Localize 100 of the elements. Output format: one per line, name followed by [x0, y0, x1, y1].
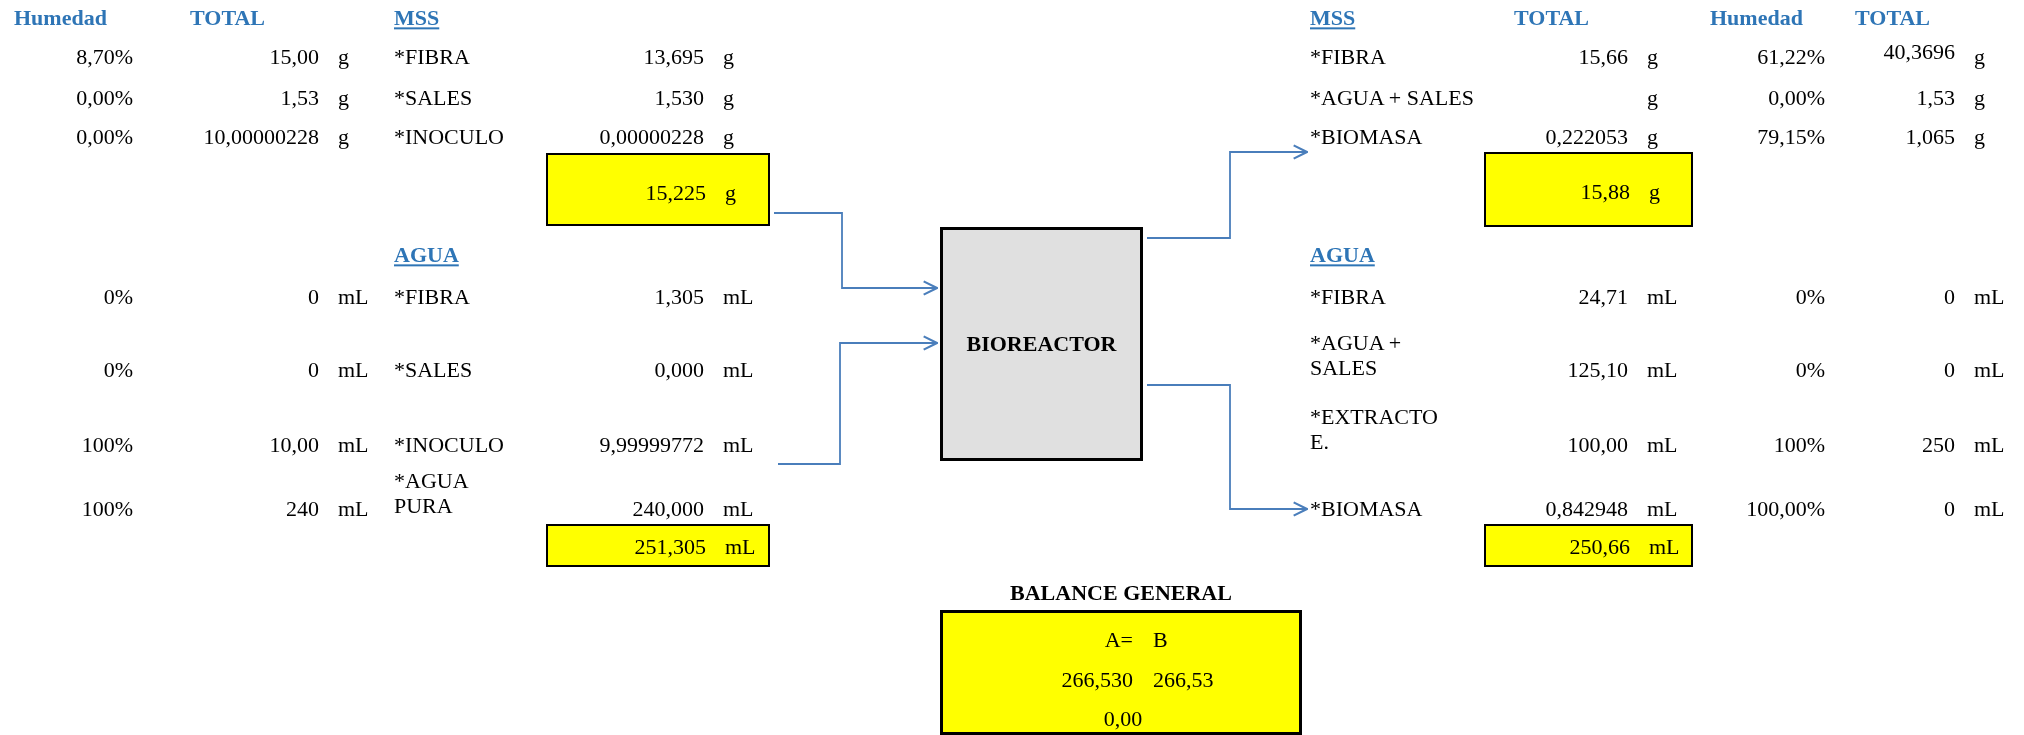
value-text: 125,10 [1567, 357, 1628, 383]
column-header: Humedad [1710, 5, 1803, 31]
unit-text: g [1647, 124, 1658, 150]
unit-text: g [723, 85, 734, 111]
value-text: 100,00 [1567, 432, 1628, 458]
value-text: 15,66 [1578, 44, 1628, 70]
item-label: *FIBRA [394, 284, 470, 310]
value-text: 0 [308, 357, 319, 383]
value-text: 0 [1944, 357, 1955, 383]
percentage-text: 8,70% [76, 44, 133, 70]
value-text: 0,00 [1103, 706, 1143, 732]
unit-text: mL [1647, 496, 1678, 522]
value-text: 0,00000228 [599, 124, 704, 150]
total-box [546, 153, 770, 226]
unit-text: mL [723, 496, 754, 522]
unit-text: g [1647, 85, 1658, 111]
section-heading: AGUA [1310, 242, 1375, 268]
unit-text: g [1974, 124, 1985, 150]
item-label: *BIOMASA [1310, 496, 1423, 522]
unit-text: mL [338, 496, 369, 522]
value-text: 15,225 [645, 180, 706, 206]
unit-text: mL [1974, 432, 2005, 458]
percentage-text: 100,00% [1746, 496, 1825, 522]
item-label: *EXTRACTO E. [1310, 403, 1439, 455]
column-header: TOTAL [1514, 5, 1589, 31]
value-text: 0 [308, 284, 319, 310]
value-text: 0 [1944, 496, 1955, 522]
value-text: 1,530 [654, 85, 704, 111]
item-label: *AGUA + SALES [1310, 85, 1474, 111]
unit-text: g [725, 180, 736, 206]
value-text: 1,065 [1905, 124, 1955, 150]
item-label: *FIBRA [1310, 284, 1386, 310]
unit-text: mL [338, 357, 369, 383]
item-label: *AGUA + SALES [1310, 329, 1403, 381]
unit-text: g [723, 124, 734, 150]
value-text: 15,88 [1580, 179, 1630, 205]
unit-text: mL [338, 284, 369, 310]
value-text: 250,66 [1569, 534, 1630, 560]
unit-text: mL [1974, 284, 2005, 310]
column-header: Humedad [14, 5, 107, 31]
total-box [546, 524, 770, 567]
percentage-text: 100% [1773, 432, 1825, 458]
unit-text: mL [1974, 357, 2005, 383]
value-text: 266,53 [1153, 667, 1214, 693]
column-header: TOTAL [190, 5, 265, 31]
unit-text: g [1974, 85, 1985, 111]
item-label: *FIBRA [394, 44, 470, 70]
section-heading: MSS [394, 5, 440, 31]
total-box [1484, 524, 1693, 567]
value-text: 9,99999772 [599, 432, 704, 458]
unit-text: g [723, 44, 734, 70]
value-text: 250 [1922, 432, 1955, 458]
unit-text: mL [725, 534, 756, 560]
column-header: TOTAL [1855, 5, 1930, 31]
value-text: 240,000 [632, 496, 704, 522]
value-text: 13,695 [643, 44, 704, 70]
percentage-text: 0% [103, 284, 133, 310]
arrow [1146, 384, 1309, 517]
value-text: A= [1104, 627, 1133, 653]
unit-text: mL [723, 284, 754, 310]
unit-text: g [1649, 179, 1660, 205]
percentage-text: 0,00% [76, 124, 133, 150]
percentage-text: 100% [81, 496, 133, 522]
percentage-text: 100% [81, 432, 133, 458]
unit-text: g [338, 85, 349, 111]
value-text: 251,305 [634, 534, 706, 560]
value-text: 10,00000228 [203, 124, 319, 150]
item-label: *SALES [394, 85, 473, 111]
value-text: 24,71 [1578, 284, 1628, 310]
value-text: 0,000 [654, 357, 704, 383]
item-label: *FIBRA [1310, 44, 1386, 70]
section-heading: AGUA [394, 242, 459, 268]
unit-text: mL [1647, 432, 1678, 458]
arrow [1146, 144, 1309, 239]
value-text: 40,3696 [1883, 39, 1955, 65]
percentage-text: 0% [1795, 284, 1825, 310]
unit-text: mL [1974, 496, 2005, 522]
value-text: 1,305 [654, 284, 704, 310]
value-text: 240 [286, 496, 319, 522]
item-label: *INOCULO [394, 432, 504, 458]
item-label: *INOCULO [394, 124, 504, 150]
percentage-text: 0,00% [76, 85, 133, 111]
unit-text: mL [338, 432, 369, 458]
unit-text: g [338, 124, 349, 150]
percentage-text: 61,22% [1757, 44, 1825, 70]
item-label: *BIOMASA [1310, 124, 1423, 150]
arrow [773, 212, 939, 296]
value-text: 0 [1944, 284, 1955, 310]
value-text: 1,53 [280, 85, 319, 111]
unit-text: mL [1649, 534, 1680, 560]
arrow [777, 335, 939, 465]
value-text: 0,842948 [1545, 496, 1628, 522]
percentage-text: 79,15% [1757, 124, 1825, 150]
unit-text: mL [1647, 357, 1678, 383]
unit-text: mL [723, 432, 754, 458]
total-box [1484, 152, 1693, 227]
percentage-text: 0% [103, 357, 133, 383]
section-heading: MSS [1310, 5, 1356, 31]
percentage-text: 0,00% [1768, 85, 1825, 111]
value-text: 1,53 [1916, 85, 1955, 111]
